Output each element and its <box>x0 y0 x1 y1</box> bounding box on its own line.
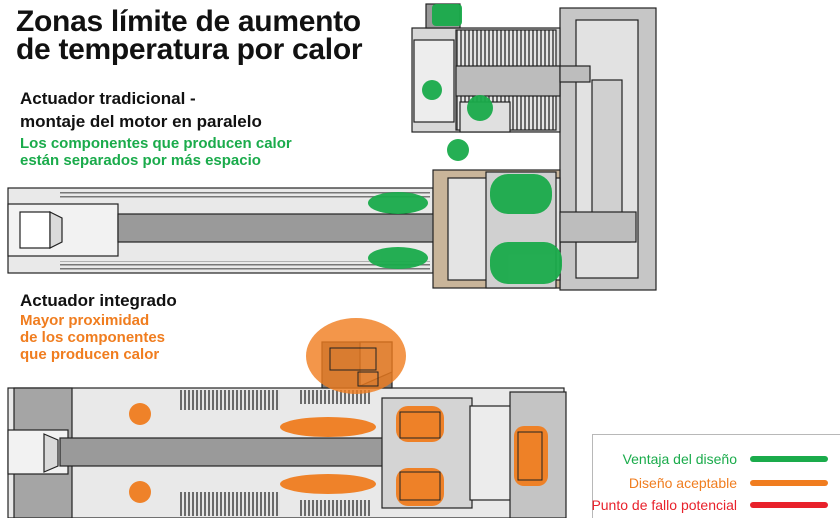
title-line-2: de temperatura por calor <box>16 33 363 66</box>
integrated-outlines <box>329 347 543 501</box>
title-line-1: Zonas límite de aumento <box>16 5 361 38</box>
traditional-heat-zones <box>368 4 562 284</box>
heat-zone <box>368 192 428 214</box>
legend-swatch <box>750 456 828 462</box>
traditional-actuator <box>7 3 657 291</box>
heat-zone <box>490 242 562 284</box>
heat-zone <box>306 318 406 394</box>
heat-zone <box>467 95 493 121</box>
heat-zone <box>280 417 376 437</box>
legend-swatch <box>750 502 828 508</box>
integrated-note-line-3: que producen calor <box>20 346 160 363</box>
integrated-heading: Actuador integrado <box>20 291 177 310</box>
heat-zone <box>129 403 151 425</box>
heat-zone <box>490 174 552 214</box>
legend-item-advantage: Ventaja del diseño <box>593 449 833 469</box>
traditional-note: Los componentes que producen calor están… <box>20 135 292 169</box>
integrated-note: Mayor proximidad de los componentes que … <box>20 312 165 363</box>
traditional-note-line-2: están separados por más espacio <box>20 152 261 169</box>
traditional-note-line-1: Los componentes que producen calor <box>20 135 292 152</box>
parallel-motor <box>411 3 591 133</box>
legend-swatch <box>750 480 828 486</box>
traditional-heading-line-2: montaje del motor en paralelo <box>20 112 262 131</box>
integrated-note-line-2: de los componentes <box>20 329 166 346</box>
integrated-heat-zones <box>129 318 548 506</box>
heat-zone <box>447 139 469 161</box>
traditional-heading-line-1: Actuador tradicional - <box>20 89 196 108</box>
heat-zone <box>396 468 444 506</box>
legend-label: Punto de fallo potencial <box>591 497 737 513</box>
diagram-title: Zonas límite de aumento de temperatura p… <box>16 5 363 66</box>
traditional-heading: Actuador tradicional - montaje del motor… <box>20 88 262 132</box>
legend-label: Diseño aceptable <box>628 475 737 491</box>
heat-zone <box>396 406 444 442</box>
legend-item-failure: Punto de fallo potencial <box>591 495 833 515</box>
heat-zone <box>280 474 376 494</box>
heat-zone <box>422 80 442 100</box>
legend-label: Ventaja del diseño <box>622 451 737 467</box>
legend-item-acceptable: Diseño aceptable <box>593 473 833 493</box>
heat-zone <box>368 247 428 269</box>
heat-zone <box>514 426 548 486</box>
heat-zone <box>129 481 151 503</box>
integrated-note-line-1: Mayor proximidad <box>20 312 150 329</box>
heat-zone <box>432 4 462 26</box>
legend: Ventaja del diseño Diseño aceptable Punt… <box>591 434 840 518</box>
